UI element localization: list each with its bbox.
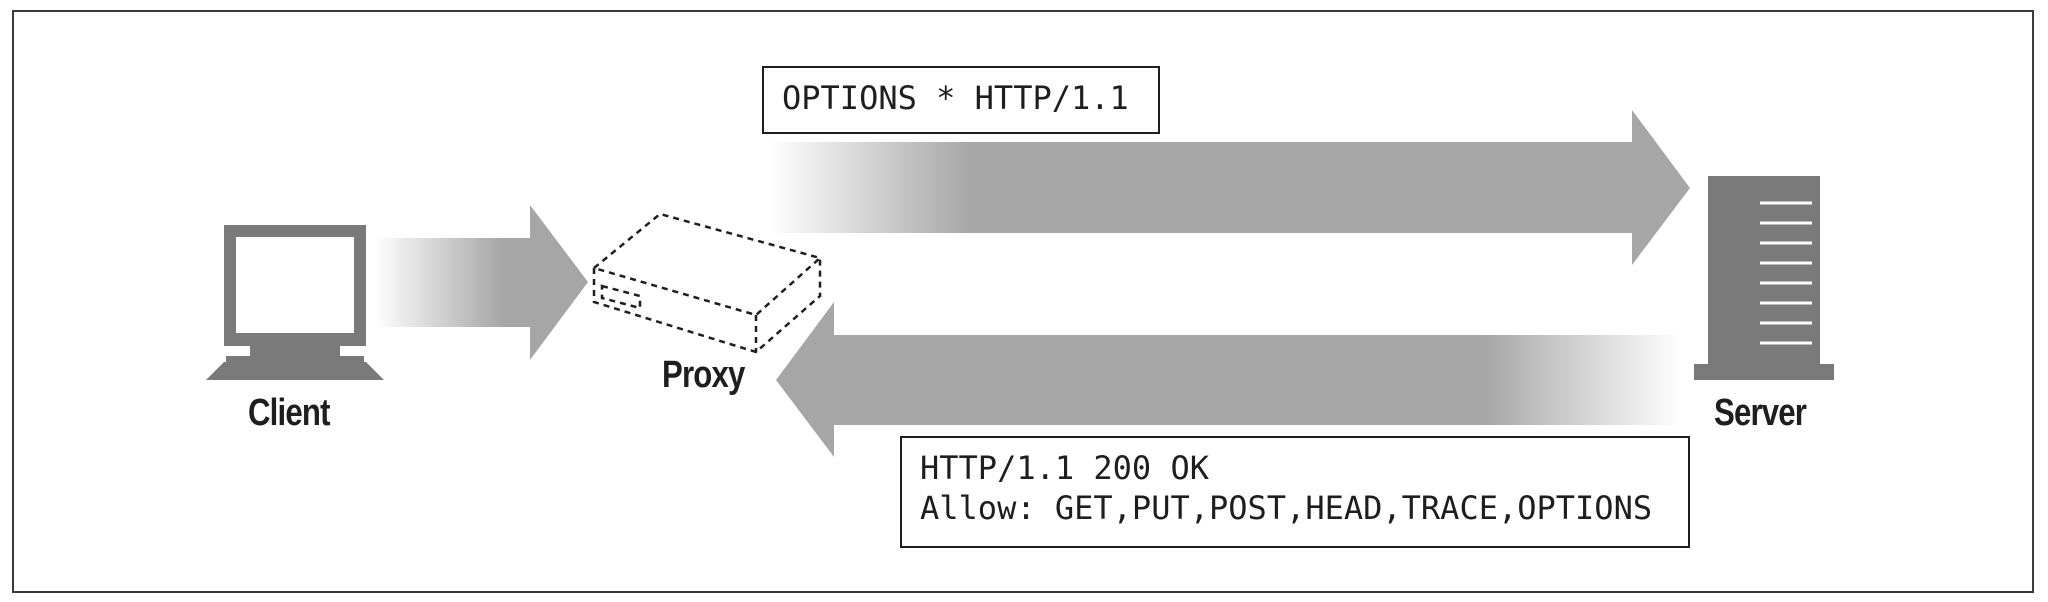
response-arrow [776, 302, 1682, 457]
response-status-text: HTTP/1.1 200 OK [920, 449, 1209, 487]
server-tower-icon [1694, 176, 1834, 380]
request-line-text: OPTIONS * HTTP/1.1 [782, 79, 1129, 117]
response-message-box: HTTP/1.1 200 OK Allow: GET,PUT,POST,HEAD… [900, 436, 1690, 548]
client-label: Client [248, 392, 330, 434]
proxy-box-icon [591, 212, 823, 354]
client-to-proxy-arrow [374, 205, 588, 360]
proxy-label: Proxy [662, 354, 745, 396]
request-arrow [768, 110, 1690, 265]
client-computer-icon [206, 225, 384, 380]
request-message-box: OPTIONS * HTTP/1.1 [762, 66, 1160, 134]
response-allow-text: Allow: GET,PUT,POST,HEAD,TRACE,OPTIONS [920, 489, 1653, 527]
server-label: Server [1714, 392, 1807, 434]
